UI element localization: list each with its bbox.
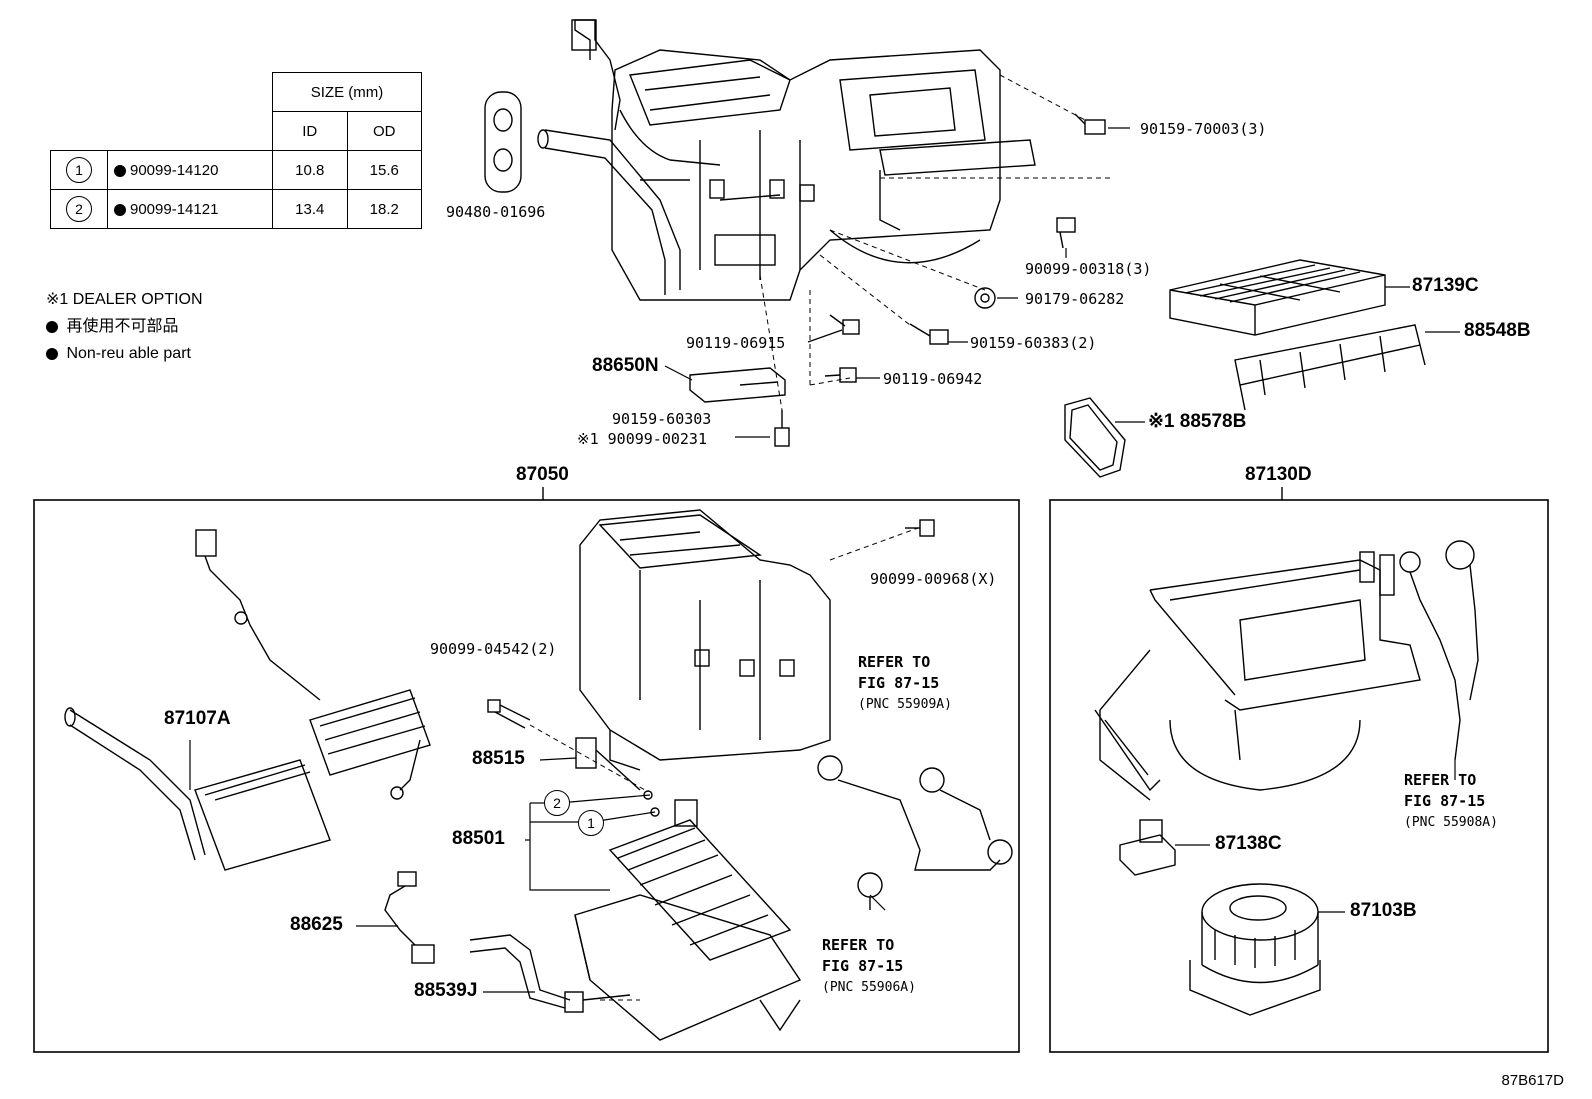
label-88539j[interactable]: 88539J xyxy=(414,980,478,1001)
resistor-87138c-drawing xyxy=(1119,819,1176,876)
dealer-option-note: ※1 DEALER OPTION xyxy=(46,291,203,308)
dashed-guides xyxy=(529,74,1110,1001)
refer-note-55909a[interactable]: REFER TO FIG 87-15 (PNC 55909A) xyxy=(858,652,952,715)
refer-pnc: (PNC 55909A) xyxy=(858,697,952,712)
label-87103b[interactable]: 87103B xyxy=(1350,900,1417,921)
refer-line: REFER TO xyxy=(858,653,931,671)
refer-pnc: (PNC 55908A) xyxy=(1404,815,1498,830)
label-88515[interactable]: 88515 xyxy=(472,748,525,769)
non-reusable-dot-icon xyxy=(46,320,58,333)
actuator-harness-drawing xyxy=(1399,540,1479,761)
diagram-code: 87B617D xyxy=(1501,1072,1564,1089)
refer-note-55906a[interactable]: REFER TO FIG 87-15 (PNC 55906A) xyxy=(822,935,916,998)
label-88501[interactable]: 88501 xyxy=(452,828,505,849)
label-90099-04542[interactable]: 90099-04542(2) xyxy=(430,640,557,658)
non-reusable-note-en: Non-reu able part xyxy=(66,345,191,362)
heater-core-87107a-drawing xyxy=(64,529,431,871)
non-reusable-dot-icon xyxy=(114,164,126,177)
label-88625[interactable]: 88625 xyxy=(290,914,343,935)
marker-2: 2 xyxy=(66,196,92,222)
label-88578b[interactable]: ※1 88578B xyxy=(1148,411,1247,432)
marker-2: 2 xyxy=(544,790,570,816)
label-90119-06915[interactable]: 90119-06915 xyxy=(686,334,786,352)
filter-87139c-drawing xyxy=(1169,259,1386,336)
label-87138c[interactable]: 87138C xyxy=(1215,833,1282,854)
label-90159-70003[interactable]: 90159-70003(3) xyxy=(1140,120,1267,138)
module-88650n-drawing xyxy=(689,367,786,403)
non-reusable-note-jp: 再使用不可部品 xyxy=(66,318,179,335)
blower-87130d-drawing xyxy=(1094,551,1421,801)
refer-line: REFER TO xyxy=(1404,771,1477,789)
refer-fig: FIG 87-15 xyxy=(858,674,940,692)
refer-fig: FIG 87-15 xyxy=(822,957,904,975)
size-header: SIZE (mm) xyxy=(272,72,422,112)
sensor-88625-drawing xyxy=(384,871,435,964)
col-od-header: OD xyxy=(346,111,422,151)
part-number: 90099-14121 xyxy=(130,200,219,218)
table-row: 2 90099-14121 13.4 18.2 xyxy=(50,189,422,229)
legend-notes: ※1 DEALER OPTION 再使用不可部品 Non-reu able pa… xyxy=(46,286,203,367)
group-box-87050 xyxy=(33,499,1020,1053)
lower-case-drawing xyxy=(574,894,802,1041)
screws-top xyxy=(774,113,1106,447)
label-90099-00318[interactable]: 90099-00318(3) xyxy=(1025,260,1152,278)
screw-00968-drawing xyxy=(905,519,935,537)
refer-line: REFER TO xyxy=(822,936,895,954)
label-90179-06282[interactable]: 90179-06282 xyxy=(1025,290,1125,308)
harness-drawing xyxy=(817,755,1013,910)
group-box-87130d xyxy=(1049,499,1549,1053)
hvac-assembly-drawing xyxy=(537,19,1036,301)
label-90099-00231[interactable]: ※1 90099-00231 xyxy=(577,430,707,448)
refer-note-55908a[interactable]: REFER TO FIG 87-15 (PNC 55908A) xyxy=(1404,770,1498,833)
label-87107a[interactable]: 87107A xyxy=(164,708,231,729)
refer-pnc: (PNC 55906A) xyxy=(822,980,916,995)
table-row: 1 90099-14120 10.8 15.6 xyxy=(50,150,422,190)
valve-88515-drawing xyxy=(575,737,641,791)
marker-1: 1 xyxy=(66,157,92,183)
gasket-88578b-drawing xyxy=(1064,397,1126,478)
label-87139c[interactable]: 87139C xyxy=(1412,275,1479,296)
label-90099-00968[interactable]: 90099-00968(X) xyxy=(870,570,997,588)
label-87050[interactable]: 87050 xyxy=(516,464,569,485)
refer-fig: FIG 87-15 xyxy=(1404,792,1486,810)
od-value: 18.2 xyxy=(346,189,422,229)
marker-1: 1 xyxy=(578,810,604,836)
leader-lines xyxy=(189,127,1460,993)
non-reusable-dot-icon xyxy=(46,347,58,360)
label-88650n[interactable]: 88650N xyxy=(592,355,659,376)
label-88548b[interactable]: 88548B xyxy=(1464,320,1531,341)
col-id-header: ID xyxy=(272,111,348,151)
part-number: 90099-14120 xyxy=(130,161,219,179)
label-90159-60303[interactable]: 90159-60303 xyxy=(612,410,712,428)
label-90480-01696[interactable]: 90480-01696 xyxy=(446,203,546,221)
id-value: 13.4 xyxy=(272,189,348,229)
label-87130d[interactable]: 87130D xyxy=(1245,464,1312,485)
hose-88539j-drawing xyxy=(469,934,631,1013)
evaporator-88501-drawing xyxy=(608,790,792,961)
non-reusable-dot-icon xyxy=(114,203,126,216)
grommet-drawing xyxy=(484,91,522,193)
id-value: 10.8 xyxy=(272,150,348,190)
od-value: 15.6 xyxy=(346,150,422,190)
cover-88548b-drawing xyxy=(1234,324,1426,411)
label-90159-60383[interactable]: 90159-60383(2) xyxy=(970,334,1097,352)
blower-motor-87103b-drawing xyxy=(1189,883,1321,1016)
size-table: SIZE (mm) ID OD 1 90099-14120 10.8 15.6 … xyxy=(50,72,422,229)
case-87050-drawing xyxy=(579,509,831,771)
label-90119-06942[interactable]: 90119-06942 xyxy=(883,370,983,388)
bolt-04542-drawing xyxy=(487,699,531,729)
